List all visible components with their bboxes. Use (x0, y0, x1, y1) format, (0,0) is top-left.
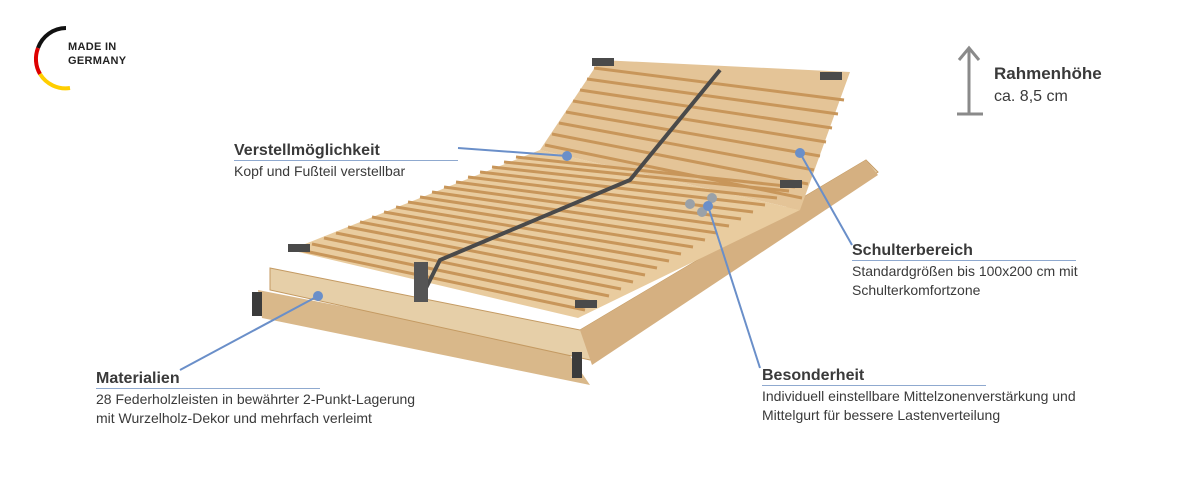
callout-shoulder-title: Schulterbereich (852, 242, 973, 259)
callout-materials-line-1: 28 Federholzleisten in bewährter 2-Punkt… (96, 391, 416, 407)
callout-materials-text: 28 Federholzleisten in bewährter 2-Punkt… (96, 390, 415, 428)
callout-materials-line-2: mit Wurzelholz-Dekor und mehrfach verlei… (96, 410, 372, 426)
callout-shoulder-line-1: Standardgrößen bis 100x200 cm mit (852, 263, 1078, 279)
badge-line-2: GERMANY (68, 55, 127, 67)
callout-special-text: Individuell einstellbare Mittelzonenvers… (762, 387, 1076, 425)
callout-special-title: Besonderheit (762, 367, 865, 384)
callout-materials-rule (96, 388, 320, 389)
made-in-germany-badge (34, 26, 71, 91)
frame-height-value: ca. 8,5 cm (994, 88, 1068, 105)
callout-adjust-text: Kopf und Fußteil verstellbar (234, 162, 405, 181)
callout-shoulder-line-2: Schulterkomfortzone (852, 282, 981, 298)
callout-special-rule (762, 385, 986, 386)
badge-line-1: MADE IN (68, 41, 117, 53)
frame-height-title: Rahmenhöhe (994, 64, 1102, 83)
callout-adjust-title: Verstellmöglichkeit (234, 142, 380, 159)
callout-adjust-rule (234, 160, 458, 161)
callout-shoulder-text: Standardgrößen bis 100x200 cm mit Schult… (852, 262, 1078, 300)
callout-special-line-2: Mittelgurt für bessere Lastenverteilung (762, 407, 1001, 423)
slatted-bed-frame-image (252, 58, 879, 385)
up-arrow-icon (957, 45, 983, 116)
leader-lines (179, 147, 853, 371)
callout-shoulder-rule (852, 260, 1076, 261)
callout-materials-title: Materialien (96, 370, 180, 387)
leader-dots (313, 148, 805, 301)
callout-special-line-1: Individuell einstellbare Mittelzonenvers… (762, 388, 1076, 404)
callout-adjust-line-1: Kopf und Fußteil verstellbar (234, 163, 406, 179)
made-in-germany-label: MADE IN GERMANY (68, 40, 126, 68)
